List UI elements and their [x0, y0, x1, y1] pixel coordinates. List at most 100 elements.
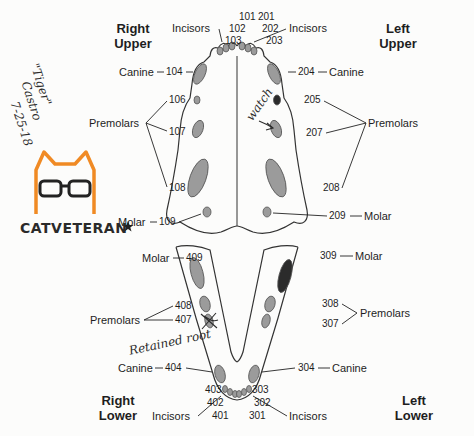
leader-lines-part: [342, 313, 357, 324]
teeth-part: [242, 389, 247, 396]
leader-lines-part: [318, 72, 327, 73]
leader-lines-part: [144, 320, 173, 321]
leader-lines-part: [173, 258, 184, 259]
teeth-part: [184, 156, 213, 199]
upper-skull-part: [237, 56, 238, 226]
leader-lines-part: [155, 368, 163, 369]
tooth-number: 304: [298, 362, 315, 374]
handwritten-marks-part: [266, 123, 273, 130]
teeth-part: [263, 207, 271, 217]
tooth-number: 106: [169, 94, 186, 106]
teeth-part: [247, 364, 261, 384]
leader-lines-part: [350, 216, 362, 217]
leader-lines-part: [324, 101, 366, 123]
leader-lines-part: [340, 256, 353, 257]
tooth-number: 207: [306, 127, 323, 139]
tooth-number: 407: [175, 314, 192, 326]
leader-lines-part: [273, 213, 327, 216]
teeth-part: [223, 386, 228, 393]
region-label: Right Lower: [92, 394, 144, 424]
teeth-part: [247, 386, 252, 393]
leader-lines-part: [144, 306, 173, 320]
logo-text: CATVETERAN: [20, 220, 127, 236]
tooth-number: 201: [258, 11, 275, 23]
tooth-number: 403: [205, 384, 222, 396]
leader-lines-part: [179, 214, 201, 222]
lower-jaw-part: [176, 246, 237, 400]
tooth-number: 208: [323, 182, 340, 194]
teeth-part: [251, 47, 257, 55]
leader-lines-part: [186, 368, 212, 372]
tooth-group-label: Incisors: [289, 22, 327, 35]
logo-icon-part: [61, 185, 69, 188]
upper-skull: [167, 43, 308, 234]
tooth-number: 402: [207, 397, 224, 409]
handwritten-marks: [201, 121, 273, 329]
teeth-part: [228, 389, 233, 396]
tooth-number: 409: [186, 252, 203, 264]
tooth-number: 303: [252, 384, 269, 396]
teeth-part: [217, 47, 223, 55]
lower-jaw: [176, 246, 298, 400]
teeth-part: [265, 62, 283, 86]
tooth-number: 408: [175, 300, 192, 312]
teeth-part: [262, 156, 291, 199]
lower-jaw-part: [237, 246, 298, 400]
handwritten-note: Retained root: [128, 328, 212, 359]
teeth-part: [245, 44, 251, 52]
tooth-group-label: Canine: [329, 66, 364, 79]
logo-icon-part: [69, 181, 90, 196]
tooth-group-label: Premolars: [360, 307, 410, 320]
teeth-part: [274, 95, 281, 105]
leader-lines-part: [288, 72, 296, 73]
leader-lines-part: [186, 72, 193, 73]
tooth-number: 209: [329, 210, 346, 222]
tooth-number: 204: [298, 66, 315, 78]
leader-lines-part: [146, 101, 167, 123]
tooth-group-label: Canine: [119, 66, 154, 79]
leader-lines-part: [342, 123, 366, 188]
leader-lines-part: [326, 123, 366, 133]
tooth-number: 102: [229, 23, 246, 35]
teeth-part: [203, 207, 211, 217]
teeth-part: [194, 96, 200, 104]
tooth-number: 401: [212, 410, 229, 422]
teeth-part: [237, 391, 242, 398]
upper-skull-part: [167, 43, 237, 234]
tooth-number: 309: [320, 250, 337, 262]
tooth-group-label: Incisors: [289, 410, 327, 423]
tooth-group-label: Premolars: [90, 314, 140, 327]
tooth-group-label: Premolars: [368, 117, 418, 130]
leader-lines-part: [318, 368, 330, 369]
tooth-number: 202: [262, 23, 279, 35]
teeth: [184, 42, 296, 398]
upper-skull-part: [237, 43, 307, 234]
handwritten-marks-part: [201, 313, 218, 329]
teeth-part: [190, 119, 206, 139]
leader-lines-part: [342, 304, 357, 313]
tooth-number: 104: [166, 66, 183, 78]
teeth-part: [191, 62, 209, 86]
tooth-number: 307: [322, 318, 339, 330]
region-label: Left Lower: [388, 394, 440, 424]
region-label: Right Upper: [107, 22, 159, 52]
tooth-number: 101: [239, 11, 256, 23]
tooth-number: 301: [249, 410, 266, 422]
teeth-part: [213, 364, 227, 384]
handwritten-note: watch: [244, 86, 276, 124]
logo-icon-part: [40, 181, 61, 196]
tooth-number: 404: [165, 362, 182, 374]
tooth-number: 205: [304, 94, 321, 106]
leader-lines-part: [146, 123, 167, 131]
tooth-group-label: Premolars: [89, 117, 139, 130]
leader-lines-part: [150, 222, 157, 223]
tooth-group-label: Canine: [332, 362, 367, 375]
teeth-part: [260, 313, 271, 329]
teeth-part: [198, 295, 212, 313]
tooth-number: 108: [169, 182, 186, 194]
tooth-group-label: Incisors: [152, 410, 190, 423]
tooth-group-label: Molar: [364, 210, 392, 223]
tooth-number: 302: [254, 397, 271, 409]
tooth-group-label: Molar: [142, 252, 170, 265]
